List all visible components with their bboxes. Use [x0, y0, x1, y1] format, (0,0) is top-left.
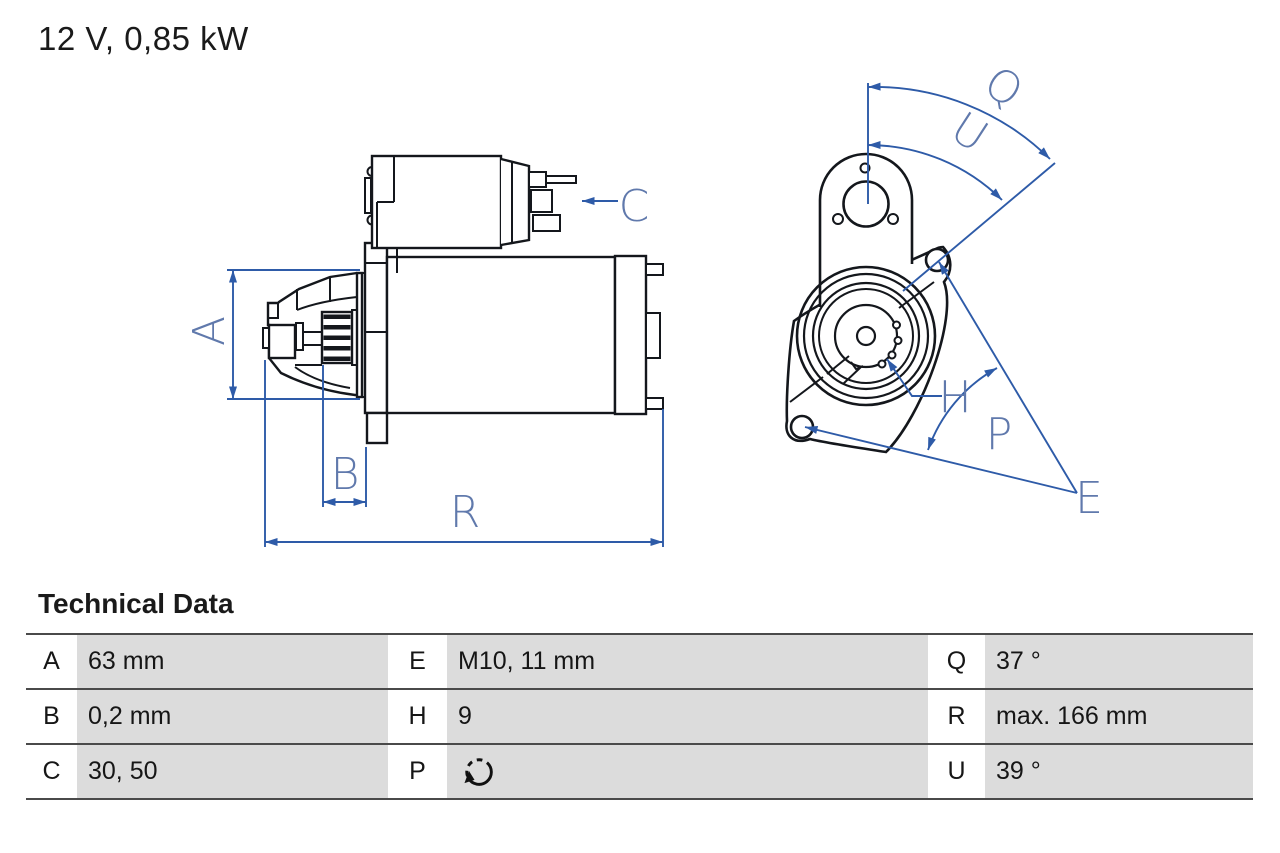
dim-label-B: B [331, 449, 360, 500]
param-value: 30, 50 [77, 745, 388, 798]
dim-label-P: P [986, 409, 1013, 460]
param-key: Q [928, 635, 985, 688]
dim-label-A: A [184, 316, 235, 346]
dimension-annotations [227, 82, 1078, 547]
motor-body [385, 255, 617, 415]
terminal-low [532, 214, 561, 232]
shaft-hole [855, 325, 877, 347]
rotation-direction-icon [464, 757, 493, 786]
terminal-stud-block [528, 171, 547, 188]
boss-ring-outer [795, 265, 937, 407]
mount-hole-bottom-left [789, 414, 815, 440]
param-value: max. 166 mm [985, 690, 1253, 743]
param-value: 0,2 mm [77, 690, 388, 743]
param-value: M10, 11 mm [447, 635, 928, 688]
ref-line-radial [902, 162, 1056, 292]
through-bolt-bottom [645, 397, 664, 410]
param-value: 39 ° [985, 745, 1253, 798]
page-title: 12 V, 0,85 kW [38, 20, 249, 57]
param-value: 63 mm [77, 635, 388, 688]
param-value [447, 745, 928, 798]
dim-label-R: R [450, 487, 481, 538]
starter-front-view [785, 152, 952, 454]
table-row: A 63 mm E M10, 11 mm Q 37 ° [26, 635, 1253, 690]
param-key: B [26, 690, 77, 743]
param-key: E [388, 635, 447, 688]
leader-E-bottom [804, 426, 1078, 494]
leader-E-top [938, 261, 1078, 494]
terminal-stud [545, 175, 577, 184]
param-key: U [928, 745, 985, 798]
nose-block [267, 323, 297, 360]
table-row: C 30, 50 P U 39 ° [26, 745, 1253, 800]
dim-label-E: E [1075, 473, 1103, 524]
param-key: A [26, 635, 77, 688]
terminal-mid [530, 189, 553, 213]
param-value: 37 ° [985, 635, 1253, 688]
starter-side-view [262, 154, 664, 445]
param-key: H [388, 690, 447, 743]
tab-center-hole [842, 180, 890, 228]
table-row: B 0,2 mm H 9 R max. 166 mm [26, 690, 1253, 745]
mounting-flange [363, 241, 389, 415]
end-cap [613, 254, 648, 416]
dim-arc-Q [867, 82, 1051, 160]
technical-data-table: A 63 mm E M10, 11 mm Q 37 ° B 0,2 mm H 9… [26, 633, 1253, 800]
dim-arc-P [927, 367, 998, 451]
technical-data-heading: Technical Data [38, 588, 234, 619]
param-value: 9 [447, 690, 928, 743]
through-bolt-top [645, 263, 664, 276]
dim-label-U: U [942, 102, 997, 162]
leader-H [886, 358, 942, 397]
solenoid-cone [500, 157, 531, 247]
dim-label-C: C [619, 181, 650, 232]
param-key: R [928, 690, 985, 743]
dim-label-Q: Q [975, 57, 1032, 119]
nose-cap [262, 327, 270, 349]
param-key: P [388, 745, 447, 798]
dim-arc-U [867, 141, 1003, 201]
param-key: C [26, 745, 77, 798]
dim-label-H: H [938, 372, 971, 423]
end-cap-lug [645, 312, 661, 359]
technical-drawing: A B R C Q U H P E [184, 57, 1103, 547]
